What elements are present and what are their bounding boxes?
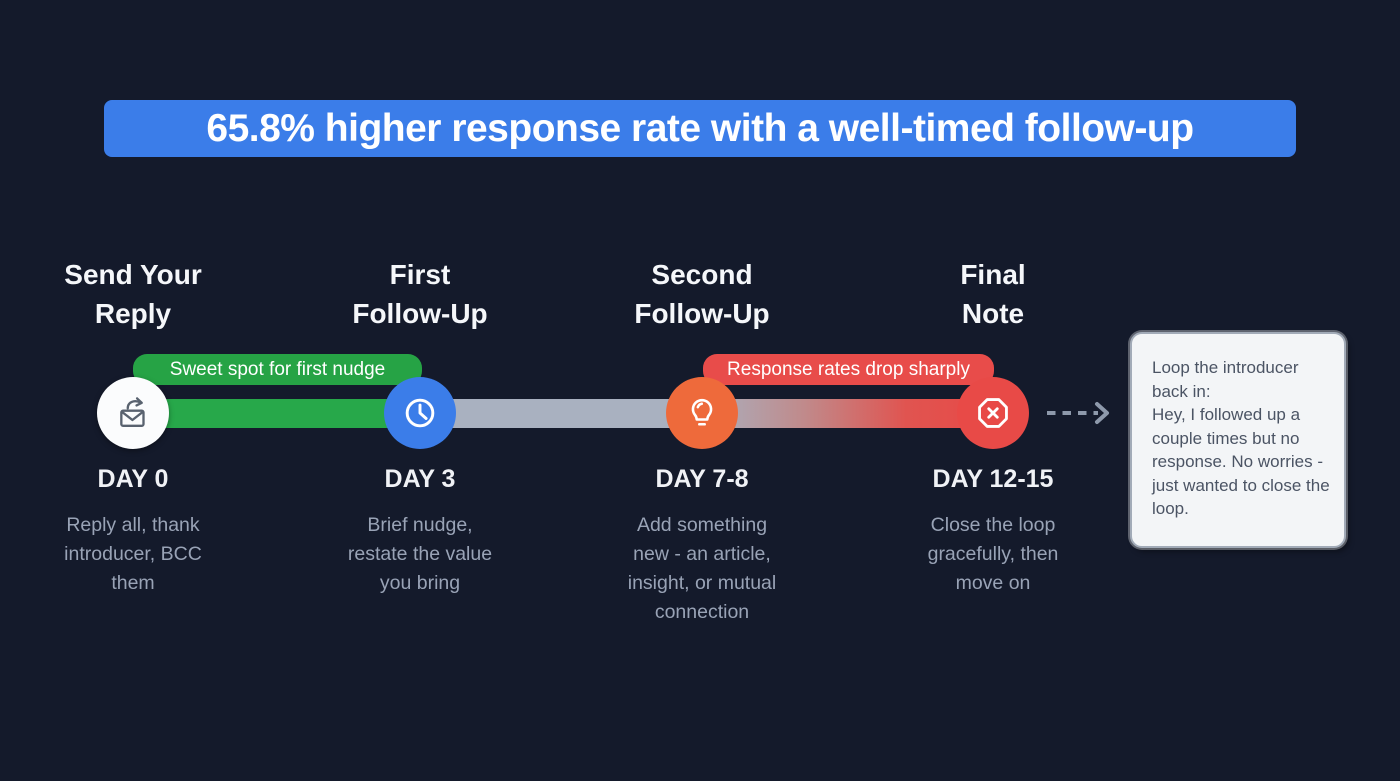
- lightbulb-icon: [680, 391, 724, 435]
- step-desc-day-12-15: Close the loop gracefully, then move on: [927, 514, 1059, 594]
- note-card-text: Loop the introducer back in: Hey, I foll…: [1152, 358, 1330, 518]
- title-banner: 65.8% higher response rate with a well-t…: [104, 100, 1296, 157]
- track-segment-gray: [420, 399, 703, 428]
- title-text: 65.8% higher response rate with a well-t…: [206, 106, 1194, 150]
- track-segment-green: [133, 399, 421, 428]
- badge-drop-sharply-label: Response rates drop sharply: [727, 358, 970, 380]
- badge-sweet-spot-label: Sweet spot for first nudge: [169, 358, 386, 380]
- dashed-arrow-icon: [1044, 400, 1118, 431]
- day-label-12-15: DAY 12-15: [932, 465, 1054, 493]
- badge-drop-sharply: Response rates drop sharply: [703, 354, 994, 385]
- clock-icon: [398, 391, 442, 435]
- note-card: Loop the introducer back in: Hey, I foll…: [1130, 332, 1346, 548]
- mail-reply-icon: [112, 392, 154, 434]
- day-label-7-8: DAY 7-8: [655, 465, 749, 493]
- step-heading-first-follow-up: First Follow-Up: [352, 259, 488, 329]
- step-heading-send-reply: Send Your Reply: [64, 259, 202, 329]
- step-desc-day-7-8: Add something new - an article, insight,…: [627, 514, 777, 623]
- step-desc-day-3: Brief nudge, restate the value you bring: [347, 514, 493, 594]
- octagon-x-icon: [971, 391, 1015, 435]
- step-desc-day-0: Reply all, thank introducer, BCC them: [64, 514, 202, 594]
- day-label-0: DAY 0: [97, 465, 169, 493]
- node-day-3: [384, 377, 456, 449]
- step-heading-second-follow-up: Second Follow-Up: [634, 259, 770, 329]
- node-day-12-15: [957, 377, 1029, 449]
- step-heading-final-note: Final Note: [960, 259, 1026, 329]
- track-segment-gradient: [702, 399, 994, 428]
- badge-sweet-spot: Sweet spot for first nudge: [133, 354, 422, 385]
- node-day-0: [97, 377, 169, 449]
- node-day-7-8: [666, 377, 738, 449]
- day-label-3: DAY 3: [384, 465, 456, 493]
